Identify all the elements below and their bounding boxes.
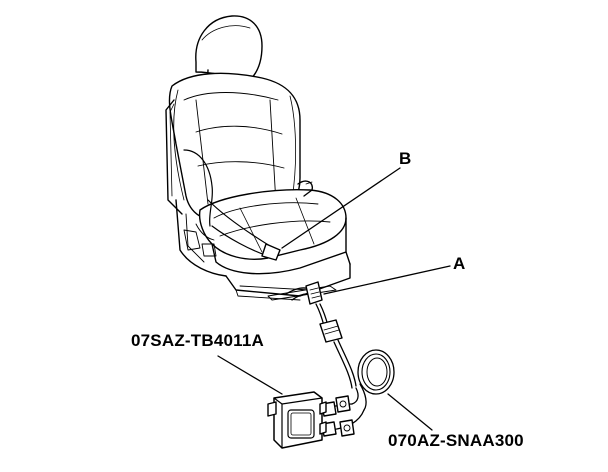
seat-side-trim bbox=[175, 180, 313, 277]
harness-coil bbox=[351, 349, 395, 411]
callout-b: B bbox=[399, 149, 412, 168]
seat-harness bbox=[285, 281, 357, 389]
callout-a: A bbox=[453, 254, 466, 273]
leader-tool bbox=[217, 355, 283, 395]
inline-connector bbox=[319, 319, 343, 343]
seat-back bbox=[165, 72, 301, 223]
leader-a bbox=[323, 265, 451, 295]
leader-lines bbox=[217, 167, 451, 431]
tool-leads bbox=[321, 395, 365, 437]
leader-b bbox=[281, 167, 401, 249]
callout-tool-part-number: 07SAZ-TB4011A bbox=[131, 331, 264, 350]
sensor-wiring bbox=[183, 149, 281, 261]
seat-cushion bbox=[198, 188, 351, 275]
seat-base bbox=[225, 263, 351, 301]
callout-harness-part-number: 070AZ-SNAA300 bbox=[388, 431, 524, 450]
sensor-connector-b bbox=[261, 243, 281, 261]
leader-harness bbox=[387, 393, 433, 431]
tool-box bbox=[267, 391, 327, 449]
